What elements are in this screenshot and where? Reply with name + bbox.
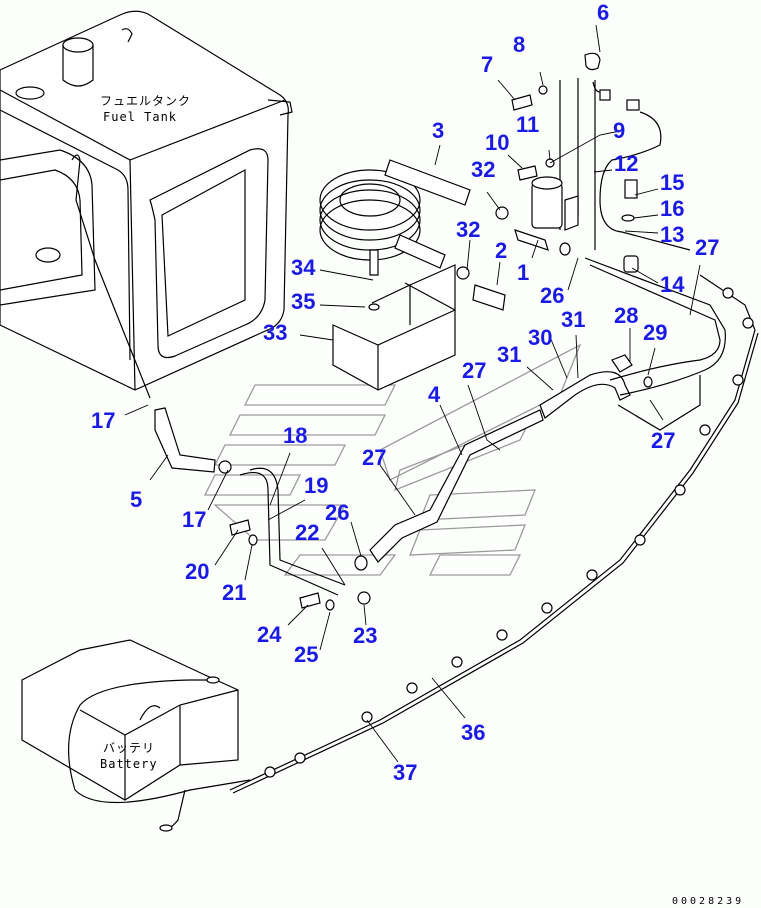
callout-5[interactable]: 5 [130,487,142,512]
callout-1[interactable]: 1 [517,260,529,285]
callout-12[interactable]: 12 [614,151,638,176]
callout-4[interactable]: 4 [428,382,441,407]
callout-32-lower[interactable]: 32 [456,217,480,242]
callout-27-right-upper[interactable]: 27 [695,235,719,260]
callout-15[interactable]: 15 [660,170,684,195]
piping [154,257,726,611]
wiring-harness [229,274,759,794]
harness-clips [264,287,754,778]
drawing-serial-number: 00028239 [672,896,744,907]
callout-14[interactable]: 14 [660,272,685,297]
battery: バッテリ Battery [21,639,251,832]
callout-17-upper[interactable]: 17 [91,408,115,433]
callout-11[interactable]: 11 [516,112,539,137]
callout-9[interactable]: 9 [613,118,625,143]
callout-28[interactable]: 28 [614,303,638,328]
callout-27-middle[interactable]: 27 [462,358,486,383]
callout-27-left[interactable]: 27 [362,445,386,470]
callout-36[interactable]: 36 [461,720,485,745]
fuel-tank-caption-en: Fuel Tank [103,110,177,124]
callout-30[interactable]: 30 [528,325,552,350]
callout-8[interactable]: 8 [513,32,525,57]
callouts: 1 2 3 4 5 6 7 8 9 10 11 12 13 14 15 16 1… [91,0,719,785]
callout-23[interactable]: 23 [353,623,377,648]
callout-3[interactable]: 3 [432,118,444,143]
callout-10[interactable]: 10 [485,130,509,155]
callout-27-right-lower[interactable]: 27 [651,428,675,453]
battery-caption-jp: バッテリ [103,741,155,755]
callout-35[interactable]: 35 [291,289,315,314]
callout-24[interactable]: 24 [257,622,282,647]
callout-21[interactable]: 21 [222,580,246,605]
callout-25[interactable]: 25 [294,642,318,667]
callout-22[interactable]: 22 [295,520,319,545]
callout-18[interactable]: 18 [283,423,307,448]
callout-17-lower[interactable]: 17 [182,507,206,532]
callout-34[interactable]: 34 [291,255,316,280]
callout-33[interactable]: 33 [263,320,287,345]
battery-caption-en: Battery [100,757,158,771]
callout-19[interactable]: 19 [304,473,328,498]
small-parts [456,52,691,311]
console-box [332,249,456,391]
callout-37[interactable]: 37 [393,760,417,785]
callout-2[interactable]: 2 [495,238,507,263]
callout-20[interactable]: 20 [185,559,209,584]
callout-13[interactable]: 13 [660,222,684,247]
callout-16[interactable]: 16 [660,196,684,221]
fuel-tank-caption-jp: フュエルタンク [100,94,191,108]
fuel-tank: フュエルタンク Fuel Tank [0,10,293,399]
callout-6[interactable]: 6 [597,0,609,25]
fuel-pump [514,78,579,251]
callout-26-upper[interactable]: 26 [540,283,564,308]
callout-31-lower[interactable]: 31 [497,342,521,367]
leader-lines [124,24,701,763]
callout-31-upper[interactable]: 31 [561,307,585,332]
callout-26-lower[interactable]: 26 [325,500,349,525]
coiled-hose [319,159,471,269]
callout-29[interactable]: 29 [643,320,667,345]
callout-7[interactable]: 7 [481,52,493,77]
callout-32-upper[interactable]: 32 [471,157,495,182]
